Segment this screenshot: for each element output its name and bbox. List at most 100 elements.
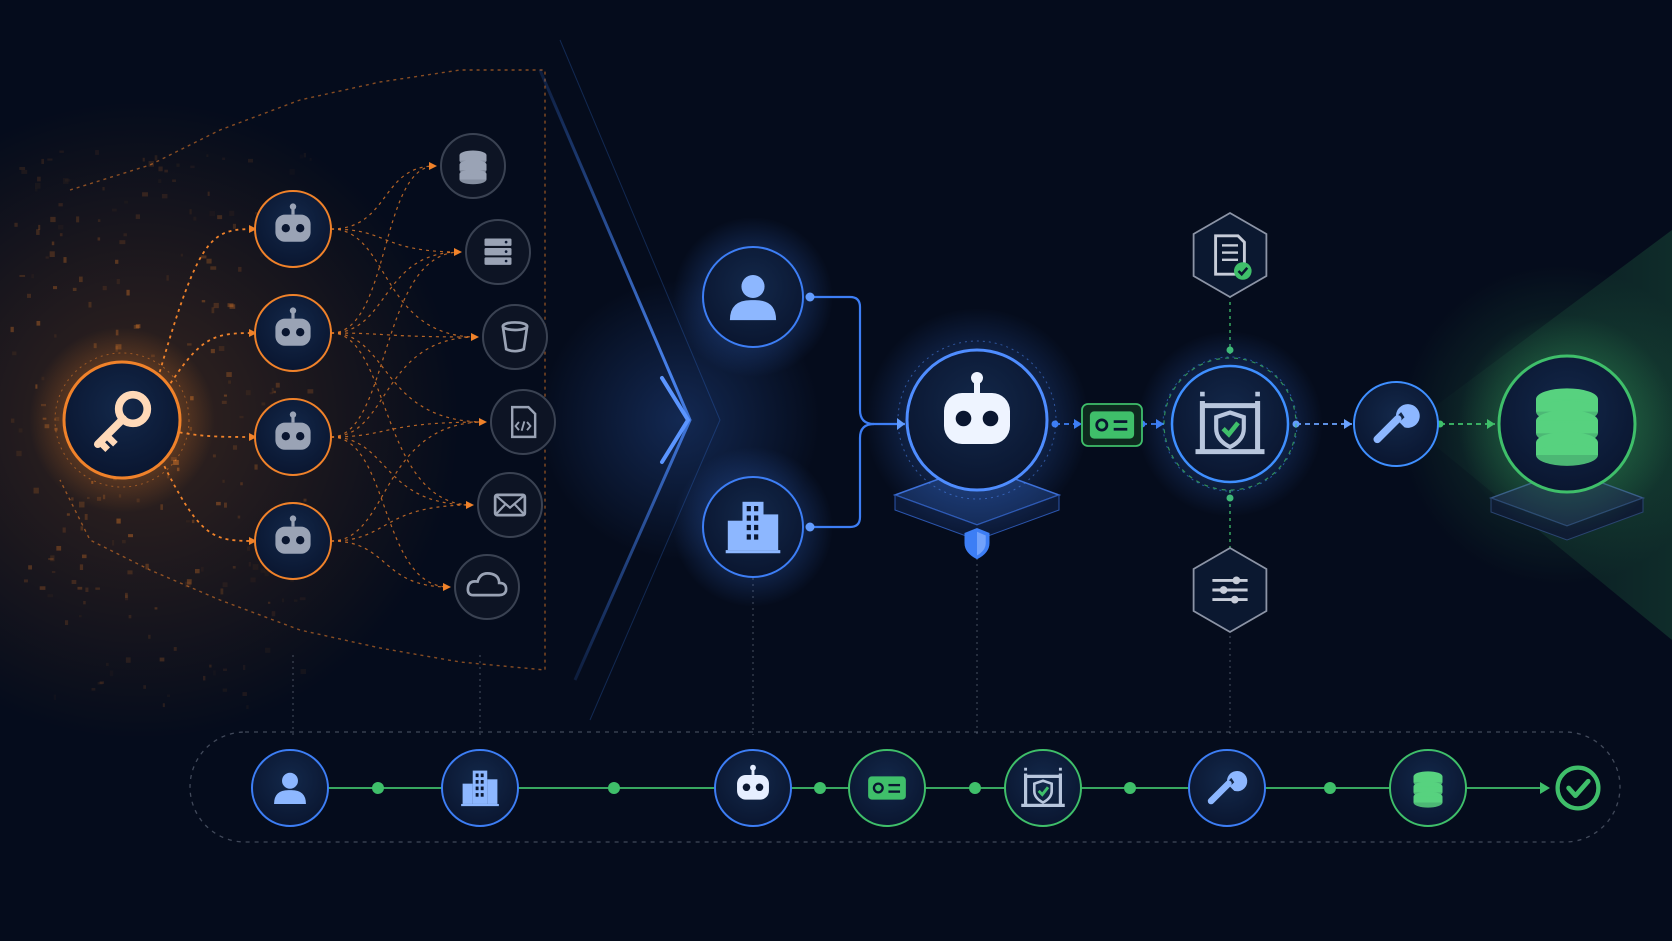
robot-antenna-tip (971, 372, 983, 384)
resource-node (490, 389, 556, 455)
swarm-particle (18, 428, 23, 433)
swarm-particle (303, 152, 307, 158)
mail-flap (494, 494, 526, 516)
robot-eye (281, 536, 290, 545)
swarm-particle (126, 289, 130, 296)
swarm-particle (220, 588, 224, 595)
timeline-step (251, 749, 329, 827)
swarm-particle (64, 179, 71, 182)
swarm-particle (190, 165, 195, 169)
swarm-particle (260, 568, 266, 573)
swarm-particle (173, 647, 177, 651)
swarm-particle (154, 155, 158, 161)
swarm-particle (36, 320, 41, 326)
robot-eye (742, 783, 751, 792)
swarm-particle (10, 326, 14, 333)
swarm-particle (102, 285, 107, 291)
swarm-particle (213, 302, 219, 309)
user-head (282, 772, 298, 789)
swarm-particle (128, 534, 134, 538)
chevron-arrow (660, 376, 691, 464)
swarm-particle (216, 501, 221, 506)
agent-to-resource-line (330, 228, 461, 253)
swarm-particle (99, 681, 105, 684)
swarm-particle (78, 501, 85, 508)
robot-head (275, 214, 311, 242)
key-node (29, 327, 215, 513)
swarm-particle (290, 169, 295, 175)
swarm-particle (135, 324, 141, 329)
swarm-particle (116, 518, 121, 524)
swarm-particle (267, 601, 271, 604)
swarm-particle (83, 600, 86, 605)
swarm-particle (158, 179, 162, 184)
doc-outline (1214, 234, 1246, 276)
credential-card-icon (868, 776, 906, 800)
arrowhead (471, 333, 479, 341)
arrowhead (249, 537, 257, 545)
building-window (475, 793, 479, 797)
robot-icon (275, 515, 311, 554)
building-window (480, 773, 484, 778)
swarm-particle (247, 546, 251, 551)
arrowhead (479, 418, 487, 426)
wrench-icon (1207, 771, 1248, 805)
building-window (746, 524, 751, 531)
gate-node (1137, 331, 1323, 517)
swarm-particle (54, 334, 57, 338)
swarm-particle (97, 682, 103, 685)
robot-eye (955, 410, 972, 427)
building-right (763, 514, 779, 551)
swarm-particle (102, 186, 105, 191)
cloud-shape (466, 571, 508, 597)
swarm-particle (122, 539, 126, 544)
swarm-particle (232, 445, 238, 450)
swarm-particle (54, 695, 56, 700)
arrowhead (466, 501, 474, 509)
wrench-handle (1373, 415, 1402, 444)
swarm-particle (213, 670, 216, 675)
swarm-particle (242, 692, 247, 697)
swarm-particle (128, 614, 132, 619)
swarm-particle (47, 158, 53, 161)
robot-eye (296, 536, 305, 545)
shield-highlight (977, 531, 986, 556)
robot-eye (296, 328, 305, 337)
robot-antenna-tip (289, 515, 297, 522)
server-led (504, 240, 508, 244)
building-window (480, 786, 484, 791)
swarm-particle (123, 233, 127, 237)
swarm-particle (247, 158, 254, 163)
swarm-particle (300, 154, 304, 158)
robot-eye (296, 432, 305, 441)
swarm-particle (180, 253, 183, 257)
swarm-particle (254, 464, 258, 470)
swarm-particle (194, 569, 200, 574)
building-window (746, 515, 751, 521)
building-icon (461, 770, 499, 807)
building-window (754, 534, 759, 540)
server-icon (484, 238, 512, 265)
swarm-particle (160, 504, 163, 510)
slider-knob (1230, 595, 1239, 604)
timeline-step (714, 749, 792, 827)
building-ground (725, 550, 781, 554)
check-ring (1555, 765, 1601, 811)
swarm-particle (200, 255, 207, 259)
resource-node-ring (477, 472, 543, 538)
building-window (475, 786, 479, 791)
swarm-particle (105, 662, 109, 666)
swarm-particle (78, 276, 83, 283)
arrowhead (1344, 419, 1352, 429)
swarm-particle (77, 586, 83, 590)
swarm-particle (206, 258, 212, 264)
timeline-dot (1124, 782, 1136, 794)
resource-node (477, 472, 543, 538)
resource-node (454, 554, 520, 620)
agent-node (254, 294, 332, 372)
swarm-particle (281, 598, 285, 603)
robot-head (275, 318, 311, 346)
swarm-particle (45, 256, 49, 259)
swarm-particle (78, 615, 82, 618)
